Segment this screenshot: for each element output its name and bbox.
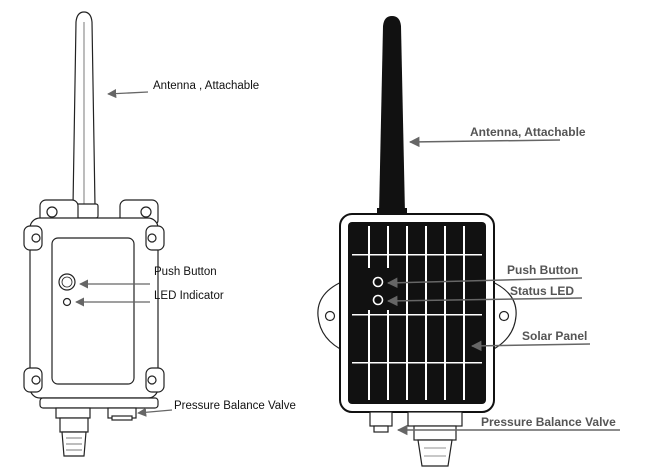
- right-cable-gland: [407, 411, 463, 467]
- label-right-solar-panel: Solar Panel: [522, 329, 587, 343]
- right-device: [317, 16, 517, 467]
- arrow-left-antenna: [107, 89, 149, 99]
- arrow-right-push-button: [386, 277, 583, 289]
- label-left-antenna: Antenna , Attachable: [153, 80, 259, 92]
- arrow-right-antenna: [408, 136, 561, 148]
- left-led-indicator: [62, 297, 72, 307]
- left-device: [23, 11, 165, 457]
- label-right-push-button: Push Button: [507, 263, 578, 277]
- label-right-status-led: Status LED: [510, 284, 574, 298]
- right-status-led: [372, 294, 384, 306]
- left-callouts: [75, 89, 173, 417]
- label-right-valve: Pressure Balance Valve: [481, 415, 616, 429]
- right-pressure-valve: [369, 411, 393, 433]
- right-callouts: [386, 136, 620, 436]
- label-left-valve: Pressure Balance Valve: [174, 400, 296, 412]
- arrow-left-valve: [137, 407, 173, 417]
- arrow-right-status-led: [386, 295, 583, 307]
- label-right-antenna: Antenna, Attachable: [470, 125, 586, 139]
- right-solar-panel: [348, 222, 486, 404]
- left-antenna: [69, 11, 99, 219]
- left-cable-gland: [55, 407, 91, 457]
- left-pressure-valve: [107, 407, 137, 421]
- label-left-led: LED Indicator: [154, 290, 224, 302]
- arrow-right-solar-panel: [470, 340, 591, 352]
- left-enclosure: [23, 199, 165, 409]
- left-push-button: [58, 273, 76, 291]
- right-mounting-ears: [317, 279, 517, 353]
- right-antenna: [377, 16, 407, 218]
- label-left-push-button: Push Button: [154, 266, 217, 278]
- right-push-button: [372, 276, 384, 288]
